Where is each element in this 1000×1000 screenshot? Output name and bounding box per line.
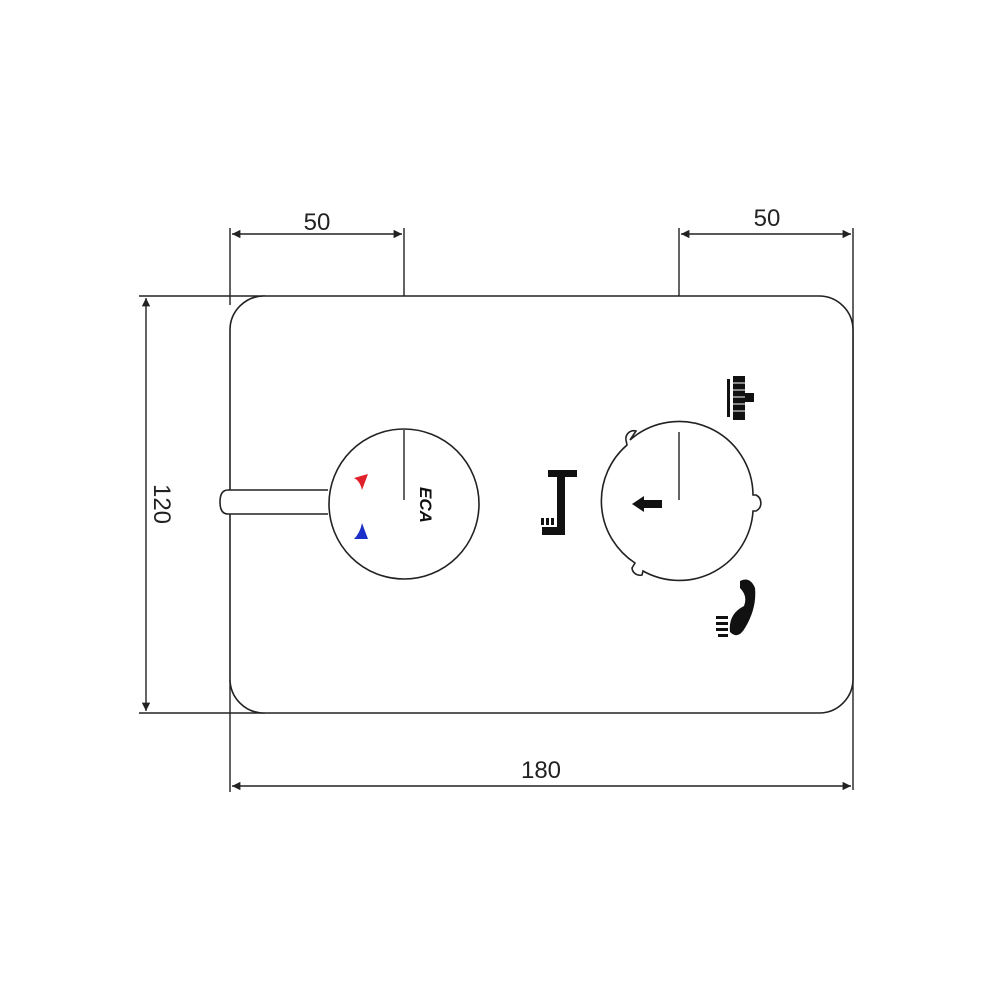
diverter-knob-body xyxy=(600,420,762,582)
cold-water-icon xyxy=(354,523,368,539)
mixer-knob-body xyxy=(328,428,480,580)
dimension-label: 120 xyxy=(148,484,175,524)
bath-spout-icon xyxy=(541,470,577,535)
dimension-width: 180 xyxy=(229,680,851,792)
brand-logo: ECA xyxy=(416,487,435,523)
diverter-knob xyxy=(600,420,762,582)
dimension-label: 180 xyxy=(521,757,561,784)
dimension-label: 50 xyxy=(304,209,331,236)
mixer-lever xyxy=(219,489,328,515)
dimension-height: 120 xyxy=(139,295,265,714)
mixer-knob: ECA xyxy=(219,428,480,580)
dimension-label: 50 xyxy=(754,205,781,232)
overhead-shower-icon xyxy=(727,376,754,420)
hand-shower-icon xyxy=(716,579,756,637)
hot-water-icon xyxy=(354,474,368,490)
arrow-left-icon xyxy=(632,496,662,512)
